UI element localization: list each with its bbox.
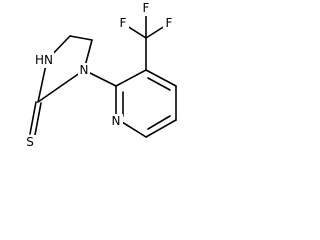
pyridine-ring [115, 69, 177, 138]
atom-label-f-right: F [166, 16, 173, 30]
bond-c2-s-a [29, 101, 37, 135]
bond-py-c3-c4 [145, 69, 177, 87]
atom-label-nh: HN [35, 53, 53, 67]
atom-label-n-ring: N [80, 63, 89, 77]
bond-c4-c5 [69, 35, 93, 41]
atom-label-f-left: F [120, 16, 127, 30]
bond-py-c2-c3 [115, 69, 147, 87]
bond-c2-s-b [34, 102, 42, 136]
atom-label-s: S [26, 135, 34, 149]
trifluoromethyl-group [123, 13, 169, 71]
atom-label-n-pyridine: N [112, 114, 121, 128]
bond-py-inner-2 [147, 77, 171, 91]
bond-py-inner-3 [147, 115, 171, 130]
atom-labels: HN N S N F F F [24, 1, 175, 150]
chemical-structure: HN N S N F F F [24, 1, 177, 150]
thione-double-bond [29, 101, 42, 136]
atom-label-f-top: F [143, 1, 150, 15]
bond-py-c5-c6 [145, 119, 177, 138]
bond-py-c6-n [121, 121, 147, 138]
bond-n1-c2 [37, 69, 85, 103]
